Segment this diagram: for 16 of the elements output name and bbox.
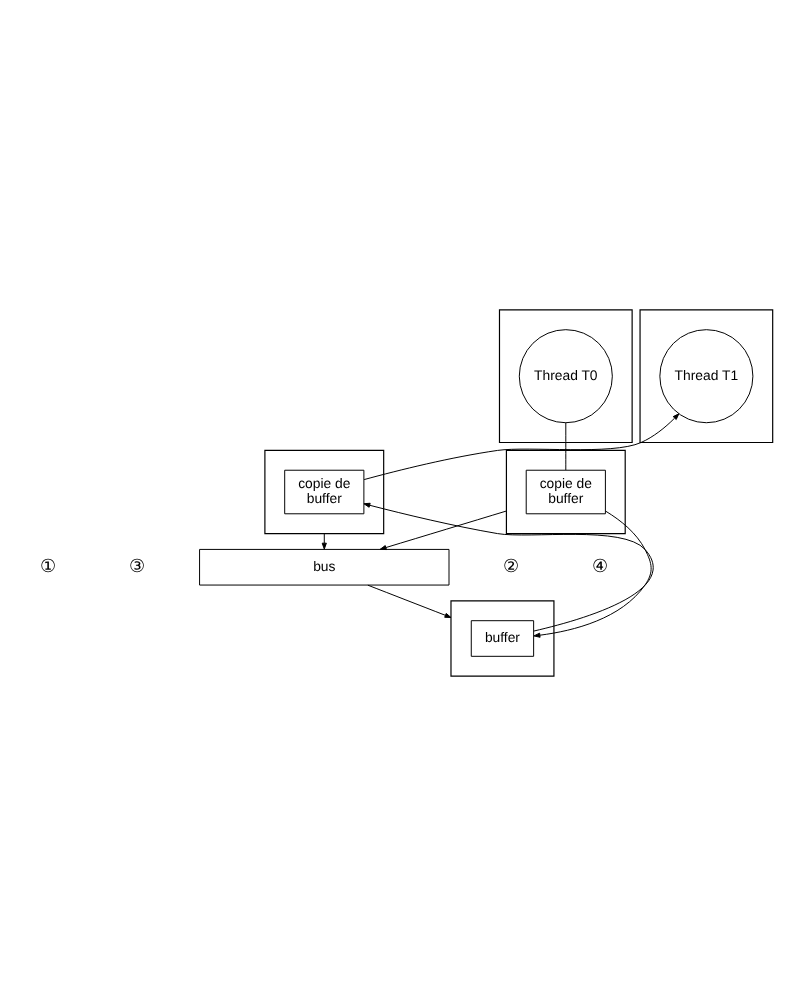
label: ② [503, 554, 520, 575]
arrow [367, 583, 452, 617]
arrow [533, 509, 652, 637]
label: ③ [129, 554, 146, 575]
arrow [321, 532, 327, 549]
label: ① [40, 554, 57, 575]
connector [565, 421, 567, 470]
cluster [264, 448, 385, 534]
cluster [639, 308, 774, 443]
cluster [505, 448, 626, 534]
label: ④ [592, 554, 609, 575]
cluster [498, 308, 633, 443]
arrow [379, 509, 507, 550]
cluster [450, 599, 555, 676]
arrow [363, 501, 654, 631]
arrow [363, 412, 680, 480]
